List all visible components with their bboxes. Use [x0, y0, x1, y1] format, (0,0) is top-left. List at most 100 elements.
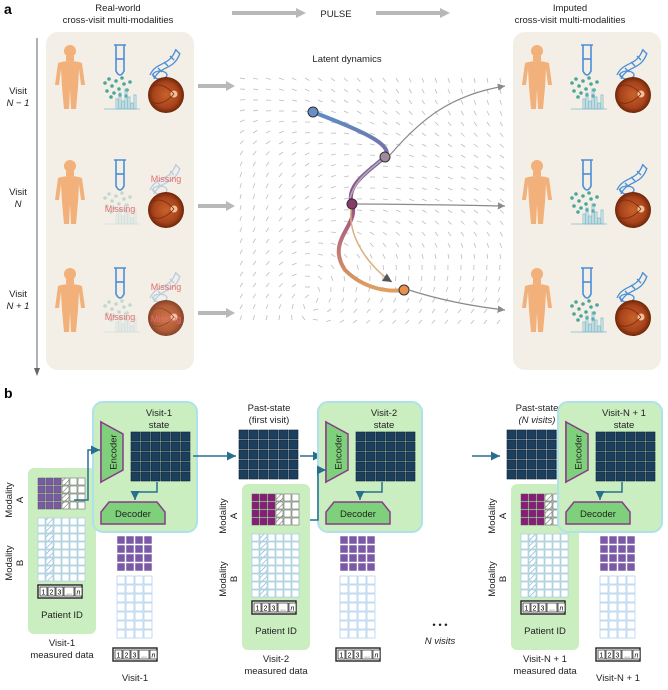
field-vector: [474, 144, 478, 147]
field-vector: [370, 78, 373, 82]
modality-b-cell: [252, 574, 259, 581]
field-vector: [422, 111, 425, 115]
right-title-line1: Imputed: [553, 3, 587, 14]
generated-b-cell: [126, 594, 134, 602]
modality-b-cell: [529, 574, 536, 581]
generated-b-cell: [135, 576, 143, 584]
field-vector: [434, 276, 435, 281]
modality-a-cell: [46, 502, 53, 509]
modality-label: Modality: [487, 498, 498, 534]
patient-id-cell: n: [560, 606, 564, 613]
generated-b-cell: [609, 603, 617, 611]
modality-b-cell: [46, 518, 53, 525]
patient-id-cell: 1: [525, 606, 529, 613]
modality-a-cell: [260, 502, 267, 509]
field-vector: [240, 305, 242, 309]
field-vector: [487, 221, 490, 225]
field-vector: [292, 263, 297, 265]
modality-b-cell: [54, 526, 61, 533]
visit2-generated-data: [340, 536, 375, 638]
field-vector: [266, 184, 268, 188]
generated-a-cell: [367, 536, 375, 544]
field-vector: [498, 287, 500, 292]
modality-b-cell: [38, 574, 45, 581]
field-vector: [318, 164, 323, 166]
field-vector: [500, 122, 503, 126]
field-vector: [409, 100, 412, 104]
patient-id-cell: 1: [42, 590, 46, 597]
field-vector: [357, 122, 362, 124]
field-vector: [448, 89, 450, 94]
field-vector: [253, 272, 256, 276]
field-vector: [370, 100, 374, 103]
field-vector: [474, 254, 475, 259]
modality-b-cell: [268, 534, 275, 541]
modality-label: Modality: [487, 561, 498, 597]
field-vector: [253, 216, 255, 221]
modality-b-cell: [260, 550, 267, 557]
field-vector: [279, 184, 282, 188]
modality-b-cell: [70, 566, 77, 573]
generated-b-cell: [618, 594, 626, 602]
modality-a-cell: [529, 518, 536, 525]
field-vector: [448, 133, 452, 136]
field-vector: [448, 188, 453, 190]
field-vector: [432, 298, 435, 302]
field-vector: [383, 276, 384, 281]
modality-a-cell: [252, 494, 259, 501]
latent-point-1: [308, 107, 318, 117]
field-vector: [292, 218, 296, 221]
field-vector: [370, 221, 375, 223]
modality-a-cell: [62, 486, 69, 493]
modality-a-cell: [260, 494, 267, 501]
generated-b-cell: [117, 576, 125, 584]
modality-b-cell: [276, 582, 283, 589]
modality-a-cell: [70, 502, 77, 509]
field-vector: [240, 272, 243, 276]
trajectory-branch-2: [351, 204, 392, 282]
generated-b-cell: [135, 621, 143, 629]
field-vector: [370, 254, 372, 258]
modality-b-cell: [46, 550, 53, 557]
field-vector: [266, 206, 268, 210]
patient-id-cell: ...: [549, 606, 555, 613]
field-vector: [487, 188, 491, 191]
generated-a-cell: [117, 545, 125, 553]
measured-label-2: measured data: [513, 666, 577, 677]
field-vector: [461, 100, 463, 105]
field-vector: [331, 154, 336, 155]
field-vector: [435, 254, 436, 259]
field-vector: [500, 254, 501, 259]
field-vector: [409, 221, 413, 224]
field-vector: [422, 221, 426, 224]
modality-b-cell: [561, 542, 568, 549]
field-vector: [422, 155, 427, 157]
field-vector: [357, 78, 360, 82]
generated-b-cell: [609, 621, 617, 629]
field-vector: [292, 274, 297, 276]
field-vector: [266, 141, 270, 144]
field-vector: [448, 78, 450, 83]
field-vector: [486, 276, 487, 281]
modality-b-cell: [537, 566, 544, 573]
field-vector: [383, 243, 386, 247]
modality-b-cell: [284, 534, 291, 541]
modality-b-cell: [276, 542, 283, 549]
field-vector: [292, 142, 297, 144]
field-vector: [318, 153, 323, 155]
field-vector: [435, 177, 440, 179]
field-vector: [279, 262, 283, 265]
field-vector: [448, 111, 451, 115]
modality-b-cell: [292, 542, 299, 549]
modality-b-cell: [537, 582, 544, 589]
modality-b-cell: [553, 590, 560, 597]
field-vector: [500, 221, 503, 225]
field-vector: [240, 151, 243, 155]
modality-a-label: A: [229, 512, 240, 519]
field-vector: [279, 121, 284, 122]
field-vector: [409, 243, 412, 247]
modality-b-cell: [46, 558, 53, 565]
field-vector: [445, 309, 448, 313]
